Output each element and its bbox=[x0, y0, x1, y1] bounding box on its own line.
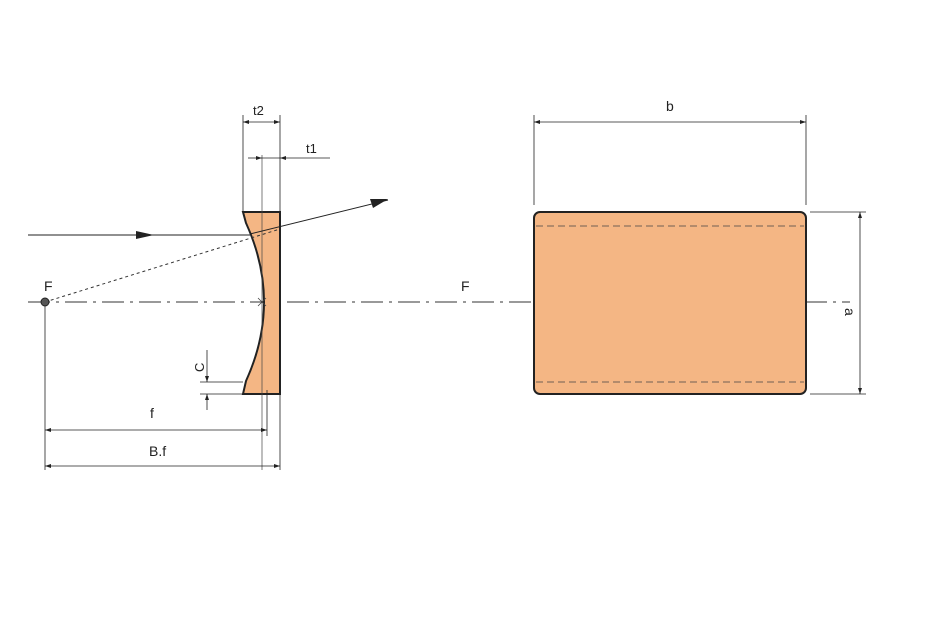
t2-label: t2 bbox=[253, 103, 264, 118]
c-dimension bbox=[200, 350, 243, 410]
refracted-ray bbox=[249, 199, 389, 235]
focal-point-label: F bbox=[44, 278, 53, 294]
b-label: b bbox=[666, 98, 674, 114]
ray-arrow-icon bbox=[136, 231, 154, 239]
focal-point bbox=[40, 297, 50, 307]
vertex-mark bbox=[257, 297, 267, 307]
a-label: a bbox=[842, 308, 858, 316]
bf-label: B.f bbox=[149, 443, 166, 459]
t2-dimension bbox=[242, 115, 281, 212]
lens-side-view bbox=[241, 211, 281, 395]
f-label: f bbox=[150, 405, 154, 421]
f-dimension bbox=[44, 306, 281, 470]
t1-label: t1 bbox=[306, 141, 317, 156]
a-dimension bbox=[810, 211, 866, 395]
lens-front-view bbox=[533, 211, 807, 395]
b-dimension bbox=[533, 115, 807, 205]
axis-focal-label: F bbox=[461, 278, 470, 294]
ray-arrow-icon bbox=[370, 199, 388, 208]
c-label: C bbox=[192, 363, 207, 372]
virtual-ray bbox=[44, 228, 281, 303]
